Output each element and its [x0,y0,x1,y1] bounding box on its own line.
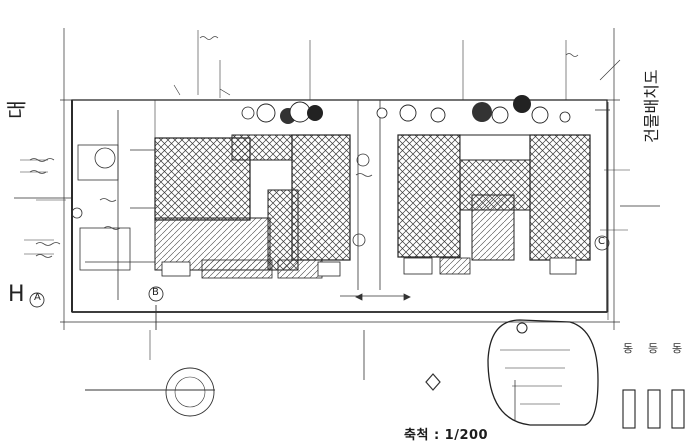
annotation-b: B [152,287,159,298]
note-scribbles [29,36,579,258]
edge-markers [594,102,610,312]
right-vertical-title: 건물배치도 [641,69,663,143]
legend-boxes [622,389,685,429]
edge-letter-top: 대 [4,100,29,119]
scale-label: 축척 : 1/200 [404,428,489,443]
building-right [397,134,591,275]
annotation-c: C [598,236,605,247]
legend-label-2: 등 [648,342,659,355]
parking-strip [71,110,155,300]
annotation-a: A [34,292,41,303]
tree-row [241,95,571,124]
building-left [154,100,351,279]
detail-callout [487,319,599,426]
edge-letter-bottom: H [8,282,25,307]
legend-label-1: 동 [623,342,634,355]
legend-label-3: 동 [672,342,683,355]
right-title-text: 건물배치도 [642,69,661,143]
central-walkway [340,100,411,380]
bottom-feature [29,286,441,417]
